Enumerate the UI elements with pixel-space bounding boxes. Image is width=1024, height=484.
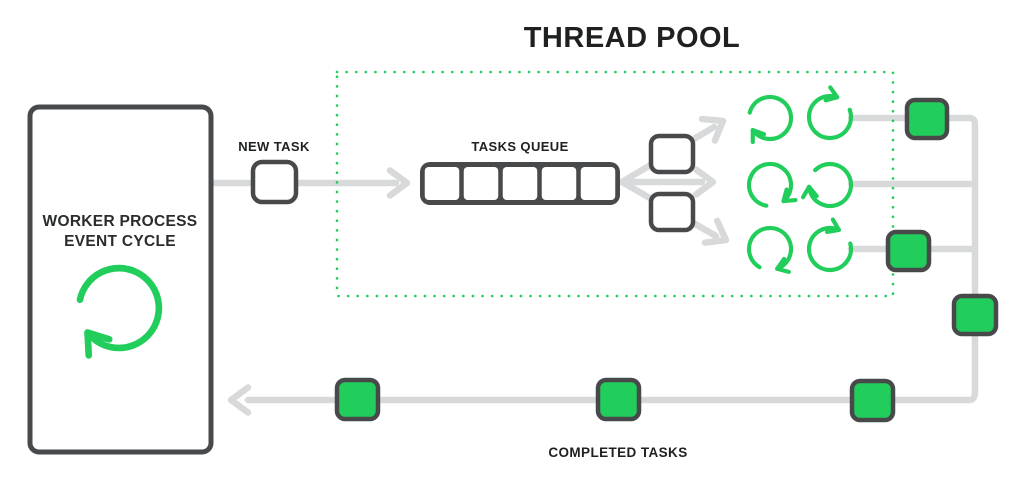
connector-lines (207, 110, 979, 412)
tasks-queue: TASKS QUEUE (420, 139, 620, 205)
completed-task-square (885, 229, 932, 273)
thread-pool-boundary (335, 70, 895, 298)
worker-process-label-line2: EVENT CYCLE (64, 233, 176, 250)
thread-cycle-icon (801, 84, 857, 144)
thread-cycles (741, 84, 859, 281)
pending-task-square (648, 191, 696, 233)
collector-and-return-line (244, 114, 979, 404)
queue-cell (580, 167, 616, 200)
diagram-title: THREAD POOL (524, 22, 741, 54)
worker-process-label-line1: WORKER PROCESS (43, 213, 198, 230)
queue-cell (463, 167, 499, 200)
completed-task-square (849, 378, 896, 423)
thread-cycle-icon (741, 220, 804, 281)
thread-cycle-icon (796, 155, 860, 219)
new-task-label: NEW TASK (238, 139, 310, 154)
new-task-node: NEW TASK (238, 139, 310, 205)
completed-tasks-label: COMPLETED TASKS (548, 445, 687, 460)
thread-cycle-icon (743, 92, 796, 150)
completed-task-nodes (334, 97, 999, 423)
completed-task-square (334, 377, 381, 422)
queue-cell (502, 167, 538, 200)
new-task-square (250, 159, 299, 205)
thread-cycle-icon (803, 217, 856, 275)
queue-cell (424, 167, 460, 200)
queue-cell (541, 167, 577, 200)
worker-process-box: WORKER PROCESS EVENT CYCLE (27, 104, 214, 455)
completed-task-square (951, 293, 999, 337)
tasks-queue-label: TASKS QUEUE (471, 139, 568, 154)
worker-process-outline (27, 104, 214, 455)
thread-cycle-icon (746, 161, 801, 211)
completed-task-square (595, 377, 642, 422)
completed-task-square (904, 97, 950, 141)
pending-task-square (648, 133, 696, 175)
